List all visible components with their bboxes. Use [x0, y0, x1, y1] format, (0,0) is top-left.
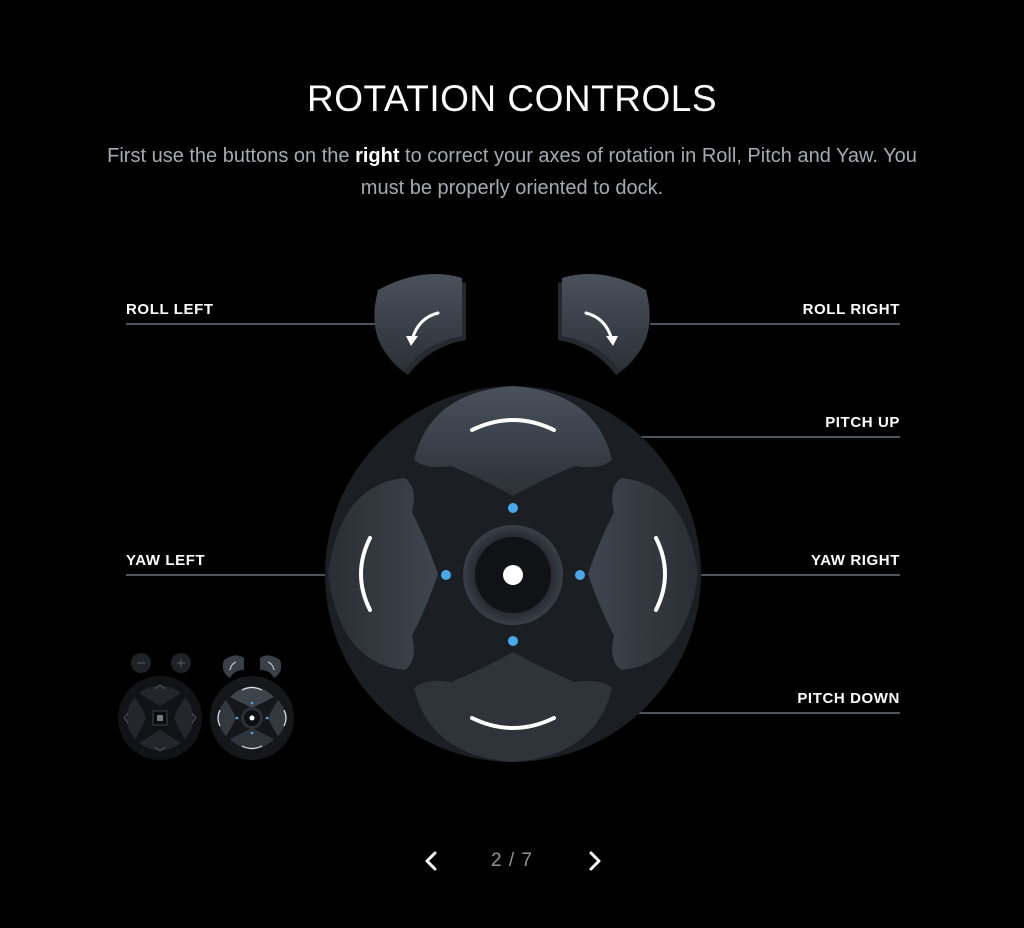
next-page-button[interactable] — [577, 844, 613, 880]
pitch-down-icon — [470, 716, 556, 730]
roll-left-arrowhead-icon — [406, 336, 418, 346]
yaw-right-label: YAW RIGHT — [810, 552, 900, 569]
yaw-right-icon — [654, 536, 667, 612]
center-reset-button[interactable] — [463, 525, 563, 625]
yaw-right-leader-line — [696, 574, 900, 576]
yaw-left-button[interactable] — [328, 478, 438, 670]
indicator-dot-bottom — [508, 636, 518, 646]
pitch-up-label: PITCH UP — [825, 414, 900, 431]
roll-right-button[interactable] — [558, 274, 650, 375]
page-title: ROTATION CONTROLS — [306, 78, 718, 119]
mini-roll-left-icon — [222, 655, 244, 678]
pitch-up-leader-line — [600, 436, 900, 438]
instructions-text: First use the buttons on the right to co… — [107, 145, 917, 199]
indicator-dot-left — [441, 570, 451, 580]
center-dot-icon — [503, 565, 523, 585]
indicator-dot-top — [508, 503, 518, 513]
roll-left-button[interactable] — [374, 274, 466, 375]
roll-left-leader-line — [126, 323, 376, 325]
pitch-down-leader-line — [600, 712, 900, 714]
page-indicator: 2 / 7 — [491, 850, 533, 871]
roll-right-arrowhead-icon — [606, 336, 618, 346]
emphasis-text: right — [355, 145, 400, 167]
yaw-left-icon — [359, 536, 372, 612]
pitch-up-button[interactable] — [414, 386, 612, 496]
rotation-controls-thumbnail — [210, 655, 294, 760]
pitch-up-icon — [470, 418, 556, 432]
yaw-left-leader-line — [126, 574, 330, 576]
yaw-right-button[interactable] — [588, 478, 698, 670]
roll-right-leader-line — [650, 323, 900, 325]
pagination: 2 / 7 — [0, 844, 1024, 880]
indicator-dot-right — [575, 570, 585, 580]
chevron-left-icon — [425, 851, 437, 871]
roll-right-label: ROLL RIGHT — [802, 301, 900, 318]
pitch-down-button[interactable] — [414, 652, 612, 762]
chevron-right-icon — [589, 851, 601, 871]
yaw-left-label: YAW LEFT — [126, 552, 206, 569]
translation-controls-thumbnail — [118, 653, 202, 760]
roll-left-label: ROLL LEFT — [126, 301, 214, 318]
previous-page-button[interactable] — [413, 844, 449, 880]
pitch-down-label: PITCH DOWN — [797, 690, 900, 707]
mini-roll-right-icon — [260, 655, 282, 678]
